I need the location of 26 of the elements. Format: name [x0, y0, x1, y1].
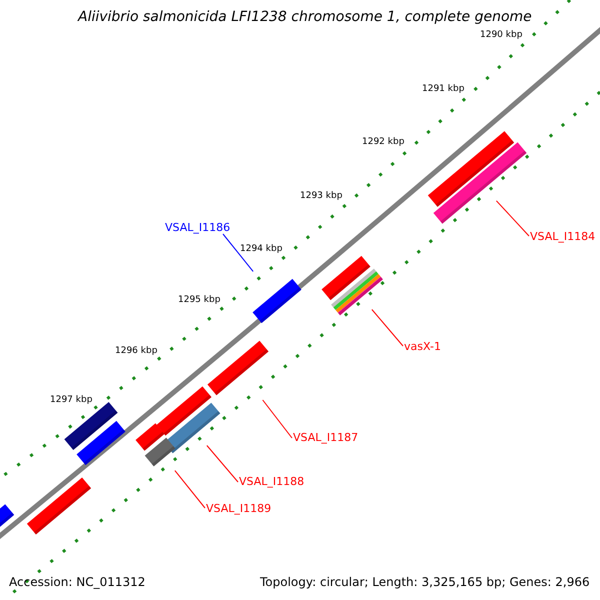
scale-label: 1295 kbp — [178, 296, 220, 305]
gene-label: VSAL_I1188 — [239, 476, 304, 487]
gene-label: VSAL_I1189 — [206, 503, 272, 514]
leader-line — [222, 234, 254, 272]
gene-bar — [156, 386, 212, 436]
leader-line — [206, 445, 238, 482]
gene-label: VSAL_I1186 — [165, 222, 230, 233]
leader-line — [174, 470, 206, 508]
scale-label: 1291 kbp — [422, 85, 464, 94]
scale-label: 1296 kbp — [115, 347, 158, 356]
scale-label: 1293 kbp — [300, 192, 342, 201]
gene-label: vasX-1 — [404, 341, 441, 352]
scale-label: 1292 kbp — [362, 138, 404, 147]
gene-label: VSAL_I1187 — [293, 432, 358, 443]
scale-label: 1290 kbp — [480, 31, 522, 40]
gene-bar — [0, 504, 14, 528]
gene-label: VSAL_I1184 — [530, 231, 596, 242]
genome-summary: Topology: circular; Length: 3,325,165 bp; Genes: 2,966 — [260, 576, 590, 588]
gene-bar — [331, 268, 383, 316]
leader-line — [496, 200, 530, 236]
scale-label: 1294 kbp — [240, 245, 282, 254]
leader-line — [262, 400, 292, 438]
scale-label: 1297 kbp — [50, 396, 92, 405]
leader-line — [371, 309, 404, 346]
title: Aliivibrio salmonicida LFI1238 chromosome 1, complete genome — [78, 10, 532, 24]
accession-text: Accession: NC_011312 — [9, 576, 146, 588]
